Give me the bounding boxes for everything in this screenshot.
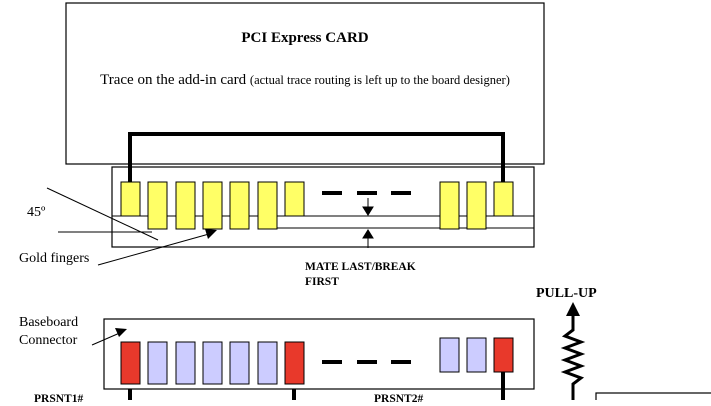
baseboard-label-line1: Baseboard bbox=[19, 315, 79, 330]
gold-finger bbox=[202, 181, 223, 230]
connector-pins bbox=[120, 337, 514, 385]
present-pin bbox=[493, 337, 514, 373]
connector-pin bbox=[147, 341, 168, 385]
baseboard-label-line2: Connector bbox=[19, 333, 78, 348]
device-box bbox=[595, 392, 711, 400]
gold-finger-short bbox=[493, 181, 514, 217]
gold-fingers-arrowhead bbox=[205, 229, 217, 239]
card-trace-caption: Trace on the add-in card (actual trace r… bbox=[66, 73, 544, 88]
mate-last-label-line1: MATE LAST/BREAK bbox=[305, 261, 416, 273]
mate-last-label-line2: FIRST bbox=[305, 276, 339, 288]
card-trace bbox=[128, 132, 505, 183]
connector-pin bbox=[466, 337, 487, 373]
gold-fingers-label: Gold fingers bbox=[19, 251, 90, 266]
gold-fingers-pointer bbox=[97, 233, 210, 266]
pull-up-resistor bbox=[560, 312, 586, 400]
connector-pin bbox=[257, 341, 278, 385]
gold-finger bbox=[175, 181, 196, 230]
gold-finger bbox=[229, 181, 250, 230]
trace-main-text: Trace on the add-in card bbox=[100, 72, 250, 88]
angle-indicator bbox=[46, 187, 159, 241]
gold-finger bbox=[466, 181, 487, 230]
pull-up-arrowhead bbox=[566, 302, 580, 316]
gold-fingers bbox=[120, 181, 514, 230]
prsnt2-label: PRSNT2# bbox=[374, 393, 424, 405]
connector-pin bbox=[439, 337, 460, 373]
mate-last-dimension bbox=[362, 198, 374, 248]
angle-label: 45º bbox=[27, 205, 46, 220]
gold-finger-short bbox=[284, 181, 305, 217]
present-pin bbox=[284, 341, 305, 385]
present-pin bbox=[120, 341, 141, 385]
connector-pin bbox=[229, 341, 250, 385]
gold-finger bbox=[257, 181, 278, 230]
gold-finger bbox=[147, 181, 168, 230]
pull-up-label: PULL-UP bbox=[536, 286, 597, 301]
card-title: PCI Express CARD bbox=[241, 30, 369, 46]
gold-finger bbox=[120, 181, 141, 217]
baseboard-connector-arrowhead bbox=[115, 328, 127, 337]
pci-express-card bbox=[65, 2, 545, 165]
trace-note-text: (actual trace routing is left up to the … bbox=[249, 73, 510, 87]
connector-pin bbox=[175, 341, 196, 385]
gold-finger bbox=[439, 181, 460, 230]
prsnt1-label: PRSNT1# bbox=[34, 393, 84, 405]
baseboard-traces bbox=[128, 372, 505, 400]
connector-pin bbox=[202, 341, 223, 385]
baseboard-connector-pointer bbox=[91, 331, 123, 346]
